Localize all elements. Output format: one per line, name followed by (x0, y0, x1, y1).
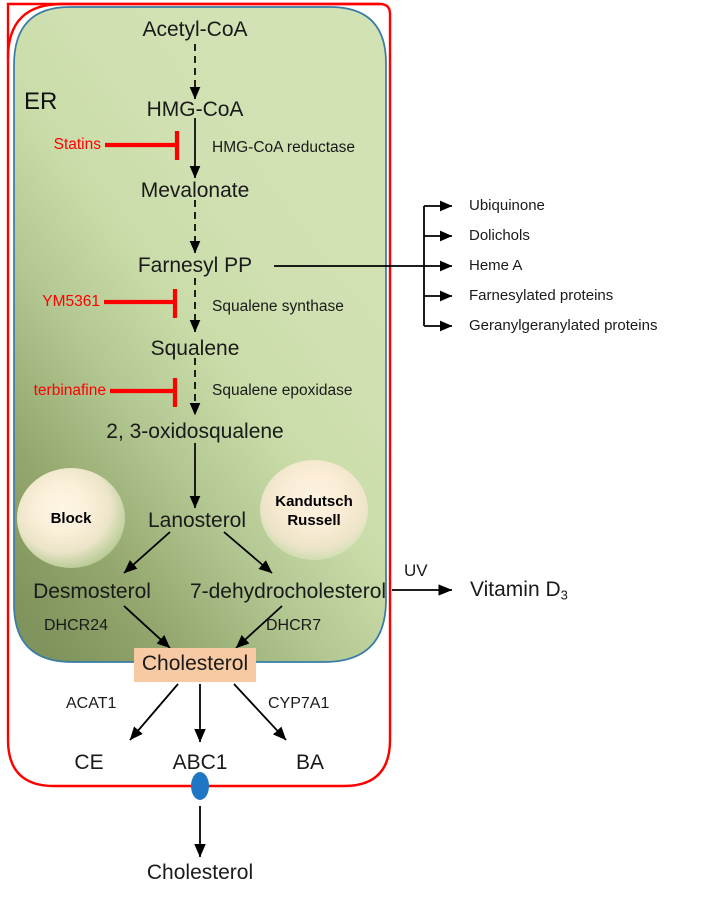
metabolite-lanosterol: Lanosterol (147, 509, 247, 532)
metabolite-desmosterol: Desmosterol (33, 580, 151, 603)
metabolite-acetyl-coa: Acetyl-CoA (142, 18, 248, 41)
metabolite-cholesterol-box-label: Cholesterol (141, 652, 249, 675)
metabolite-cholesterol-extracellular: Cholesterol (146, 861, 254, 884)
cell-membrane-outline (6, 2, 392, 788)
transporter-abc1-label: ABC1 (172, 751, 228, 774)
branch-product-dolichols: Dolichols (469, 227, 530, 244)
enzyme-squalene-epoxidase: Squalene epoxidase (212, 382, 353, 399)
arrow-7dhc-to-cholesterol (235, 605, 283, 649)
product-vitamin-d3: Vitamin D3 (470, 579, 568, 602)
callout-kandutsch-label: Kandutsch (275, 493, 353, 510)
branch-product-heme-a: Heme A (469, 257, 523, 274)
product-ce: CE (74, 751, 104, 774)
branch-product-ubiquinone: Ubiquinone (469, 197, 545, 214)
abc1-transporter-oval (191, 772, 209, 800)
uv-condition-label: UV (404, 561, 428, 580)
block-pathway-circle (17, 468, 125, 568)
metabolite-2-3-oxidosqualene: 2, 3-oxidosqualene (106, 420, 284, 443)
arrow-lanosterol-to-7dhc (223, 531, 273, 574)
inhibitor-bar-ym5361 (104, 289, 178, 318)
branch-product-geranylgeranylated-proteins: Geranylgeranylated proteins (469, 317, 658, 334)
enzyme-dhcr24: DHCR24 (44, 617, 109, 634)
er-compartment-label: ER (24, 88, 58, 115)
metabolite-farnesyl-pp: Farnesyl PP (137, 254, 253, 277)
callout-block-label: Block (50, 510, 92, 527)
branch-product-farnesylated-proteins: Farnesylated proteins (469, 287, 614, 304)
vitamin-d3-subscript: 3 (560, 587, 568, 603)
metabolite-hmg-coa: HMG-CoA (146, 98, 244, 121)
inhibitor-statins: Statins (53, 136, 101, 153)
metabolite-squalene: Squalene (150, 337, 240, 360)
metabolite-mevalonate: Mevalonate (140, 179, 250, 202)
callout-russell-label: Russell (287, 512, 341, 529)
enzyme-acat1: ACAT1 (66, 695, 117, 712)
kandutsch-russell-pathway-circle (260, 460, 368, 560)
enzyme-hmg-coa-reductase: HMG-CoA reductase (212, 139, 355, 156)
inhibitor-terbinafine: terbinafine (33, 382, 106, 399)
enzyme-cyp7a1: CYP7A1 (268, 695, 330, 712)
metabolite-7-dehydrocholesterol: 7-dehydrocholesterol (189, 580, 387, 603)
inhibitor-ym5361: YM5361 (42, 293, 100, 310)
inhibitor-bar-terbinafine (110, 378, 178, 407)
arrow-lanosterol-to-desmosterol (123, 531, 171, 574)
inhibitor-bar-statins (105, 131, 180, 160)
cholesterol-box (134, 648, 256, 682)
arrow-cholesterol-to-ce (129, 683, 179, 741)
enzyme-squalene-synthase: Squalene synthase (212, 298, 344, 315)
arrow-desmosterol-to-cholesterol (123, 605, 171, 649)
product-ba: BA (295, 751, 325, 774)
arrow-cholesterol-to-ba (233, 683, 287, 741)
cell-membrane-top-left-curve (6, 2, 380, 59)
enzyme-dhcr7: DHCR7 (266, 617, 322, 634)
vitamin-d3-text: Vitamin D (470, 578, 561, 601)
